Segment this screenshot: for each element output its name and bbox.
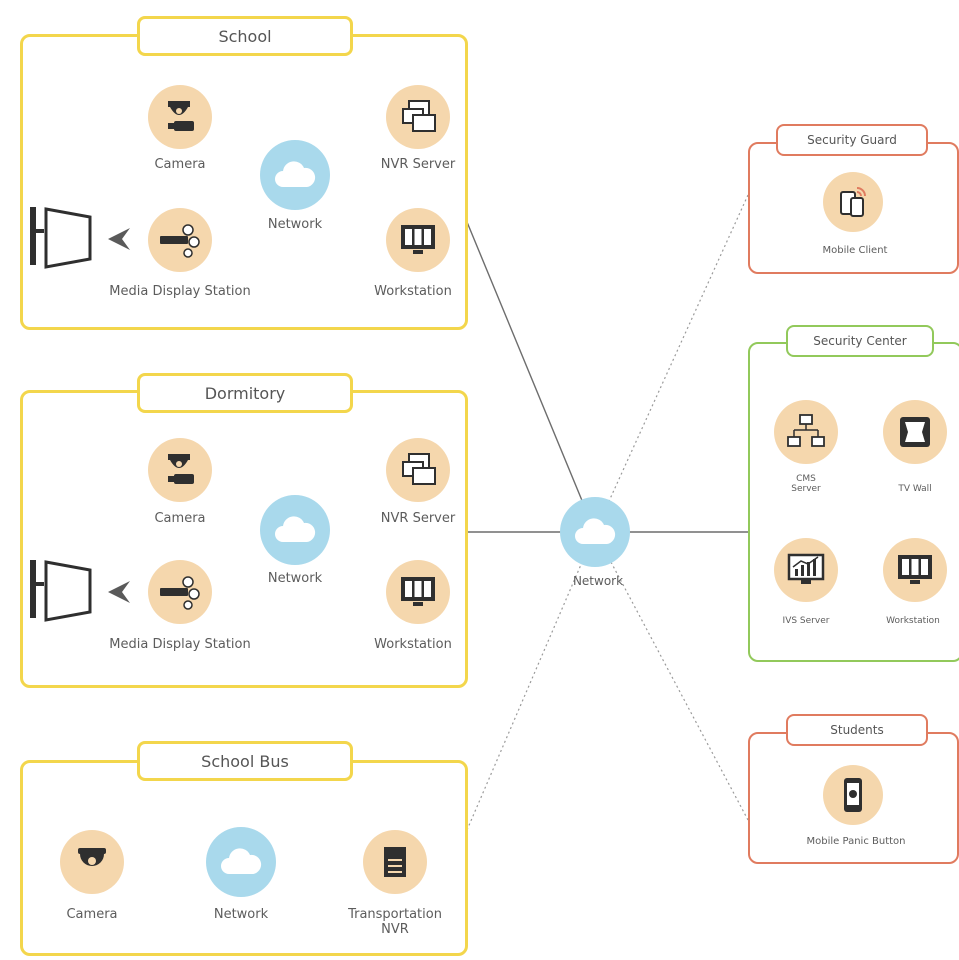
cloud-icon [275,161,316,187]
guard-client-node [823,172,883,232]
cloud-icon [575,518,616,544]
center-workstation-label: Workstation [886,616,940,626]
bus-nvr-label-line2: NVR [381,921,409,937]
school-network-node [260,140,330,210]
analytics-monitor-icon [787,553,825,584]
center-group [748,342,959,662]
center-tvwall-label: TV Wall [898,484,932,494]
bus-network-label: Network [213,907,269,922]
bus-camera-label: Camera [66,907,118,922]
bus-nvr-node [363,830,427,894]
school-camera-node [148,85,212,149]
bus-nvr-label: Transportation NVR [348,907,442,938]
school-workstation-node [386,208,450,272]
bus-camera-node [60,830,124,894]
school-camera-label: Camera [154,157,206,172]
media-player-icon [160,576,200,610]
link-students-network [594,531,749,821]
center-cms-label-line1: CMS [796,474,816,484]
cms-network-icon [787,414,825,447]
school-nvr-node [386,85,450,149]
bus-title: School Bus [137,741,353,781]
dormitory-workstation-label: Workstation [374,637,452,652]
link-guard-network [594,194,749,533]
camera-icon [168,101,194,131]
dormitory-media-node [148,560,212,624]
center-ivs-node [774,538,838,602]
dormitory-display-screen-icon [30,560,130,622]
tv-wall-icon [900,417,930,447]
school-display-screen-icon [30,207,130,269]
dormitory-nvr-label: NVR Server [380,511,456,526]
mobile-device-icon [840,187,866,217]
dormitory-media-label: Media Display Station [109,637,251,652]
camera-icon [168,454,194,484]
dome-camera-icon [78,848,106,866]
school-nvr-label: NVR Server [380,157,456,172]
center-cms-label: CMS Server [791,474,821,495]
link-bus-network [466,531,596,831]
panic-phone-icon [844,778,862,812]
dormitory-camera-node [148,438,212,502]
center-workstation-node [883,538,947,602]
server-icon [402,100,436,132]
dormitory-workstation-node [386,560,450,624]
dormitory-camera-label: Camera [154,511,206,526]
center-ivs-label: IVS Server [782,616,830,626]
dormitory-network-label: Network [267,571,323,586]
students-title: Students [786,714,928,746]
dormitory-network-node [260,495,330,565]
monitor-icon [401,225,435,254]
school-workstation-label: Workstation [374,284,452,299]
center-title: Security Center [786,325,934,357]
dormitory-group [20,390,468,688]
school-title: School [137,16,353,56]
bus-network-node [206,827,276,897]
center-tvwall-node [883,400,947,464]
dormitory-nvr-node [386,438,450,502]
cloud-icon [221,848,262,874]
central-network-node [560,497,630,567]
bus-nvr-label-line1: Transportation [348,907,442,922]
monitor-icon [401,577,435,606]
server-icon [402,453,436,485]
center-cms-node [774,400,838,464]
nvr-box-icon [384,847,406,877]
dormitory-title: Dormitory [137,373,353,413]
guard-title: Security Guard [776,124,928,156]
central-network-label: Network [572,574,624,588]
school-media-node [148,208,212,272]
link-school-network [466,221,596,533]
students-panic-label: Mobile Panic Button [806,836,906,847]
center-cms-label-line2: Server [791,484,821,495]
guard-client-label: Mobile Client [822,245,888,256]
monitor-icon [898,555,932,584]
school-media-label: Media Display Station [109,284,251,299]
students-panic-node [823,765,883,825]
school-network-label: Network [267,217,323,232]
media-player-icon [160,224,200,258]
cloud-icon [275,516,316,542]
